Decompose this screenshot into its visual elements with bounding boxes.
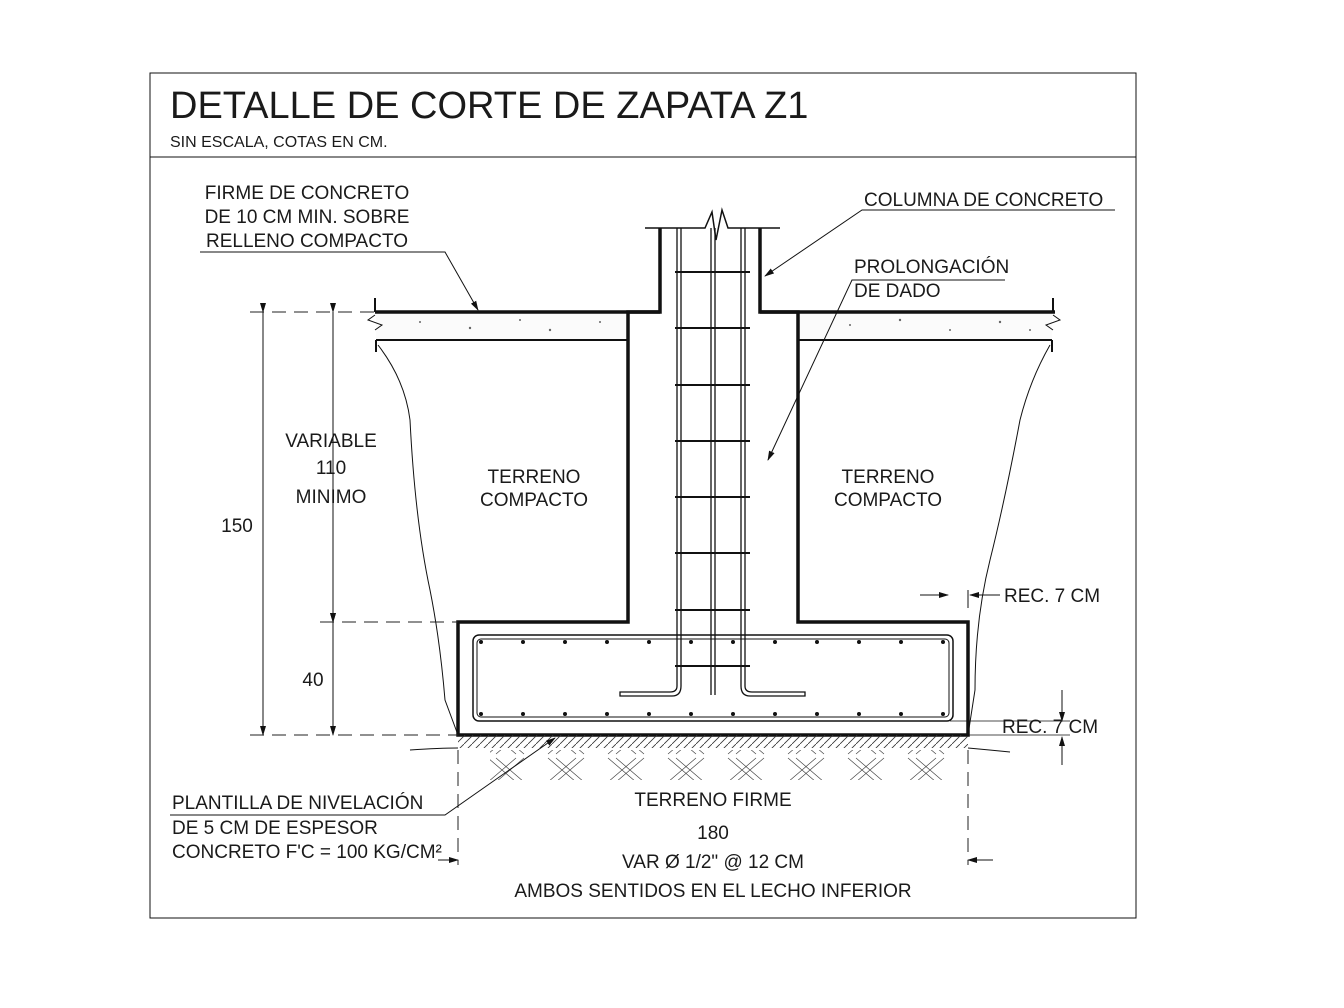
plantilla-line1: PLANTILLA DE NIVELACIÓN [172, 792, 423, 814]
firme-line2: DE 10 CM MIN. SOBRE [205, 207, 410, 228]
variable-line3: MINIMO [296, 487, 367, 508]
terreno-right-line2: COMPACTO [834, 490, 942, 511]
column-rebar [619, 228, 806, 697]
rebar-direction-label: AMBOS SENTIDOS EN EL LECHO INFERIOR [514, 881, 911, 902]
excavation-right [967, 344, 1051, 736]
plantilla-line2: DE 5 CM DE ESPESOR [172, 818, 378, 839]
dado-leader [767, 279, 1005, 461]
slab-right [798, 312, 1052, 340]
rebar-spec-label: VAR Ø 1/2" @ 12 CM [622, 852, 804, 873]
dim-footing-height: 40 [302, 670, 323, 691]
break-symbol [366, 314, 1062, 331]
drawing-subtitle: SIN ESCALA, COTAS EN CM. [170, 134, 388, 151]
firme-line1: FIRME DE CONCRETO [205, 183, 409, 204]
dado-line1: PROLONGACIÓN [854, 256, 1009, 278]
footing-rebar [472, 634, 954, 722]
dim-total-height: 150 [221, 516, 253, 537]
columna-leader [764, 209, 1115, 277]
plantilla-line3: CONCRETO F'C = 100 KG/CM² [172, 842, 442, 863]
terreno-firme-label: TERRENO FIRME [634, 790, 791, 811]
drawing-title: DETALLE DE CORTE DE ZAPATA Z1 [170, 85, 808, 127]
slab-left [376, 312, 628, 340]
firm-ground-hatch [490, 750, 960, 780]
column-break [645, 207, 780, 241]
variable-line2: 110 [316, 458, 346, 479]
leveling-slab [458, 735, 968, 748]
concrete-aggregate [419, 318, 1031, 332]
excavation-left [377, 344, 459, 736]
dim-footing-width: 180 [697, 823, 729, 844]
plantilla-leader [170, 737, 556, 816]
terreno-right-line1: TERRENO [842, 467, 935, 488]
firme-line3: RELLENO COMPACTO [206, 231, 408, 252]
dimension-lines [250, 303, 1070, 865]
drawing-frame [149, 72, 1137, 919]
terreno-left-line2: COMPACTO [480, 490, 588, 511]
ground-line [409, 747, 1011, 753]
rec-bottom-label: REC. 7 CM [1002, 717, 1098, 738]
terreno-left-line1: TERRENO [488, 467, 581, 488]
variable-line1: VARIABLE [285, 431, 377, 452]
dado-line2: DE DADO [854, 281, 941, 302]
firme-leader [200, 251, 479, 311]
rec-top-label: REC. 7 CM [1004, 586, 1100, 607]
columna-label: COLUMNA DE CONCRETO [864, 190, 1103, 211]
